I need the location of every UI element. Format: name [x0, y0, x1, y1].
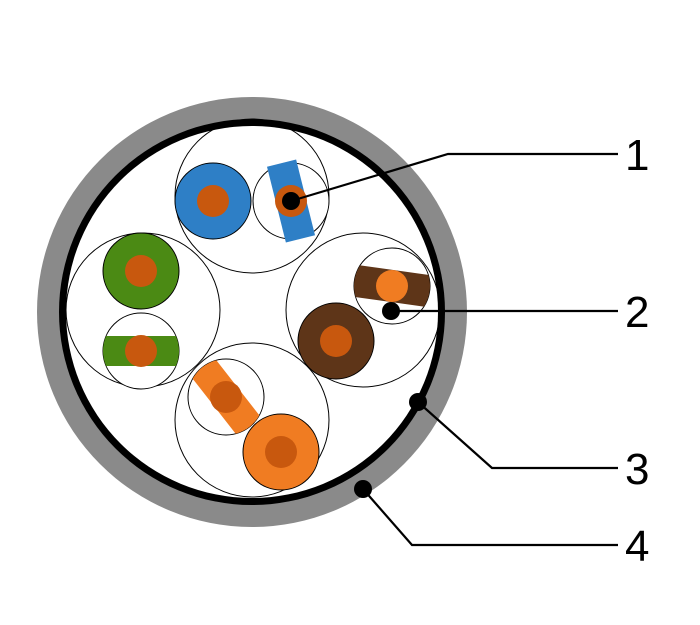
callout-2: 2: [382, 288, 649, 337]
green-pair: [102, 232, 180, 390]
brown-stripe-core: [376, 270, 408, 302]
brown-pair: [297, 247, 435, 380]
callout-label-4: 4: [625, 522, 649, 571]
pair-group-orange: [174, 342, 330, 498]
cable-core: [66, 126, 438, 498]
green-conductor-core: [125, 255, 157, 287]
orange-pair: [187, 354, 320, 491]
callout-label-2: 2: [625, 288, 649, 337]
orange-conductor-core: [265, 436, 297, 468]
orange-stripe-core: [210, 381, 242, 413]
callout-3: 3: [409, 393, 649, 494]
callout-label-3: 3: [625, 445, 649, 494]
blue-conductor-core: [197, 185, 229, 217]
brown-conductor-core: [320, 325, 352, 357]
green-stripe-core: [125, 335, 157, 367]
callout-label-1: 1: [625, 131, 649, 180]
callout-4: 4: [354, 480, 649, 571]
callout-1: 1: [282, 131, 649, 210]
